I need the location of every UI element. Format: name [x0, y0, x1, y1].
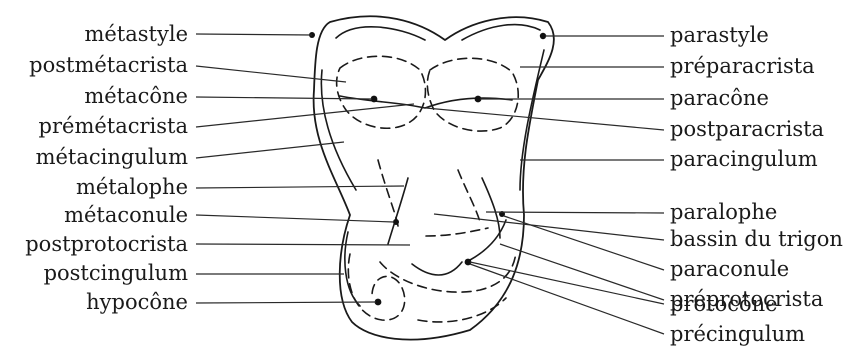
- label-trigon-basin: bassin du trigon: [670, 227, 843, 251]
- tooth-drawing: [309, 16, 554, 339]
- label-paraconule: paraconule: [670, 257, 789, 281]
- label-metaconule: métaconule: [64, 203, 188, 227]
- basin-dash: [426, 228, 488, 236]
- label-paracone: paracône: [670, 86, 769, 110]
- right-leaders: [426, 36, 664, 334]
- label-metacone: métacône: [84, 84, 188, 108]
- label-metaloph: métalophe: [76, 175, 188, 199]
- label-precingulum: précingulum: [670, 322, 805, 346]
- leader-metaloph: [196, 186, 404, 188]
- preprotocrista-line: [470, 220, 506, 260]
- label-preparacrista: préparacrista: [670, 54, 815, 78]
- leader-protocone: [470, 262, 664, 304]
- inner-contour-top: [336, 25, 540, 40]
- leader-hypocone: [196, 302, 376, 303]
- label-metacingulum: métacingulum: [36, 145, 189, 169]
- postcingulum-line: [345, 232, 360, 306]
- left-label-group: métastyle postmétacrista métacône prémét…: [25, 22, 188, 314]
- label-paracingulum: paracingulum: [670, 147, 818, 171]
- protocone-dash: [380, 252, 516, 292]
- label-paraloph: paralophe: [670, 200, 777, 224]
- leader-paraconule: [504, 216, 664, 270]
- label-postparacrista: postparacrista: [670, 117, 824, 141]
- leader-metastyle: [196, 34, 312, 35]
- metaloph-line: [388, 178, 408, 244]
- metacone-outline: [337, 56, 426, 128]
- paracone-outline: [427, 58, 518, 131]
- label-hypocone: hypocône: [86, 290, 188, 314]
- leader-preprotocrista: [500, 244, 664, 300]
- label-postmetacrista: postmétacrista: [29, 53, 188, 77]
- leader-postparacrista: [426, 108, 664, 130]
- label-postprotocrista: postprotocrista: [25, 232, 188, 256]
- label-protocone: protocône: [670, 292, 778, 316]
- leader-postprotocrista: [196, 244, 410, 245]
- hypocone-outline: [348, 254, 404, 320]
- label-postcingulum: postcingulum: [44, 261, 189, 285]
- label-parastyle: parastyle: [670, 23, 769, 47]
- crest-line: [340, 96, 512, 108]
- leader-precingulum: [470, 264, 664, 334]
- leader-paraloph: [486, 212, 664, 213]
- leader-trigon-basin: [434, 214, 664, 240]
- label-metastyle: métastyle: [84, 22, 188, 46]
- leader-premetacrista: [196, 104, 414, 127]
- paraloph-dash: [458, 170, 480, 222]
- inner-contour-side-left: [321, 70, 356, 190]
- leader-postmetacrista: [196, 66, 346, 82]
- right-label-group: parastyle préparacrista paracône postpar…: [670, 23, 843, 346]
- protocone-crest: [412, 262, 462, 275]
- paraloph-line: [482, 178, 500, 238]
- label-premetacrista: prémétacrista: [39, 114, 188, 138]
- metaloph-dash: [378, 160, 398, 226]
- leader-metaconule: [196, 215, 394, 222]
